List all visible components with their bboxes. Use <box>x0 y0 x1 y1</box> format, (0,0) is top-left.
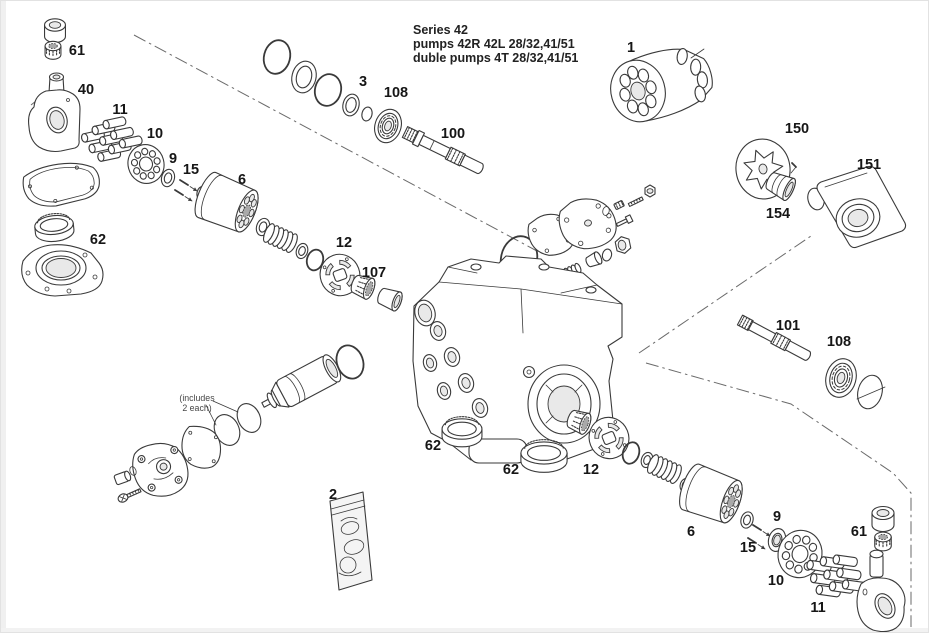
seal-kit-rings <box>260 37 373 122</box>
part-label-12-bottom: 12 <box>583 462 599 478</box>
housing-side-ports <box>422 320 490 419</box>
part-label-107: 107 <box>362 265 386 281</box>
part-108-bearing-right <box>820 354 862 402</box>
part-151-charge-pump-cover <box>817 166 906 247</box>
note-bracket <box>206 401 238 425</box>
left-edge-shade <box>1 1 6 632</box>
part-40-end-cap <box>29 73 80 152</box>
part-15-pins-top <box>175 180 197 201</box>
note-line-1: (includes <box>179 393 215 403</box>
note-line-2: 2 each) <box>182 403 211 413</box>
part-label-6-top: 6 <box>238 172 246 188</box>
part-label-62-bottom-center: 62 <box>503 462 519 478</box>
part-3-seal <box>341 92 362 117</box>
washer-block-bottom <box>738 510 756 530</box>
part-6-cylinder-block-top <box>189 168 264 238</box>
part-labels: 61 40 11 10 9 15 6 62 12 107 3 108 100 1… <box>69 40 881 616</box>
part-154-bushing <box>763 169 798 202</box>
part-label-9-top: 9 <box>169 151 177 167</box>
sleeve-bushing-top <box>374 284 405 313</box>
oring-spring-top <box>304 248 325 273</box>
part-61-bushings-bottom <box>871 505 895 552</box>
part-label-15-top: 15 <box>183 162 199 178</box>
part-101-aux-shaft <box>737 315 812 363</box>
pump-housing-body <box>412 256 622 463</box>
part-label-154: 154 <box>766 206 790 222</box>
part-15-pins-bottom <box>748 525 770 549</box>
part-label-62-bottom-left: 62 <box>425 438 441 454</box>
servo-piston-assembly <box>256 352 344 418</box>
title-line-3: duble pumps 4T 28/32,41/51 <box>413 51 578 65</box>
includes-note: (includes 2 each) <box>179 393 215 413</box>
title-block: Series 42 pumps 42R 42L 28/32,41/51 dubl… <box>413 23 578 65</box>
part-label-15-bottom: 15 <box>740 540 756 556</box>
part-label-108-top: 108 <box>384 85 408 101</box>
part-label-11-top: 11 <box>112 102 127 118</box>
part-1-rotating-kit <box>603 39 719 129</box>
seal-carrier-plate <box>22 245 103 296</box>
part-label-11-bottom: 11 <box>810 600 825 616</box>
part-label-61-top: 61 <box>69 43 85 59</box>
part-9-guide-ring-bottom <box>765 526 789 554</box>
part-62-bearing-bottom-center <box>520 439 568 473</box>
bolt-charge-pump <box>117 487 142 504</box>
part-label-9-bottom: 9 <box>773 509 781 525</box>
part-6-cylinder-block-bottom <box>674 460 748 528</box>
part-label-12-top: 12 <box>336 235 352 251</box>
washer-plug <box>129 466 138 477</box>
part-2-seal-kit-bag <box>330 492 372 590</box>
part-61-bushings-top <box>44 18 66 60</box>
gasket-charge-pump <box>178 424 224 471</box>
part-62-bearing-left <box>33 211 76 244</box>
bottom-edge-shade <box>1 628 928 632</box>
part-label-10-bottom: 10 <box>768 573 784 589</box>
part-label-3: 3 <box>359 74 367 90</box>
pin-gerotor <box>791 163 796 173</box>
part-label-40: 40 <box>78 82 94 98</box>
part-label-1: 1 <box>627 40 635 56</box>
oring-valve-plate-bottom <box>620 440 642 466</box>
part-108-bearing-top <box>369 105 407 147</box>
oring-bearing-right <box>854 372 886 411</box>
part-62-bearing-bottom-left <box>441 416 483 448</box>
part-label-101: 101 <box>776 318 800 334</box>
part-100-input-shaft <box>402 125 486 176</box>
gasket-end-cap <box>21 159 102 210</box>
part-label-2: 2 <box>329 487 337 503</box>
oring-servo-2 <box>233 400 266 436</box>
part-label-62-left: 62 <box>90 232 106 248</box>
part-label-6-bottom: 6 <box>687 524 695 540</box>
part-label-100: 100 <box>441 126 465 142</box>
leader-part-1 <box>691 49 704 58</box>
part-label-108-right: 108 <box>827 334 851 350</box>
charge-pump-housing <box>129 438 193 501</box>
part-label-151: 151 <box>857 157 881 173</box>
oring-servo-large <box>332 342 368 383</box>
part-label-10-top: 10 <box>147 126 163 142</box>
plug-charge-pump <box>114 470 132 485</box>
rear-cover-plate <box>555 192 621 254</box>
title-line-1: Series 42 <box>413 23 468 37</box>
end-cap-housing-bottom <box>857 550 905 631</box>
part-label-61-bottom: 61 <box>851 524 867 540</box>
part-label-150: 150 <box>785 121 809 137</box>
leader-oring-right <box>857 387 885 399</box>
title-line-2: pumps 42R 42L 28/32,41/51 <box>413 37 575 51</box>
